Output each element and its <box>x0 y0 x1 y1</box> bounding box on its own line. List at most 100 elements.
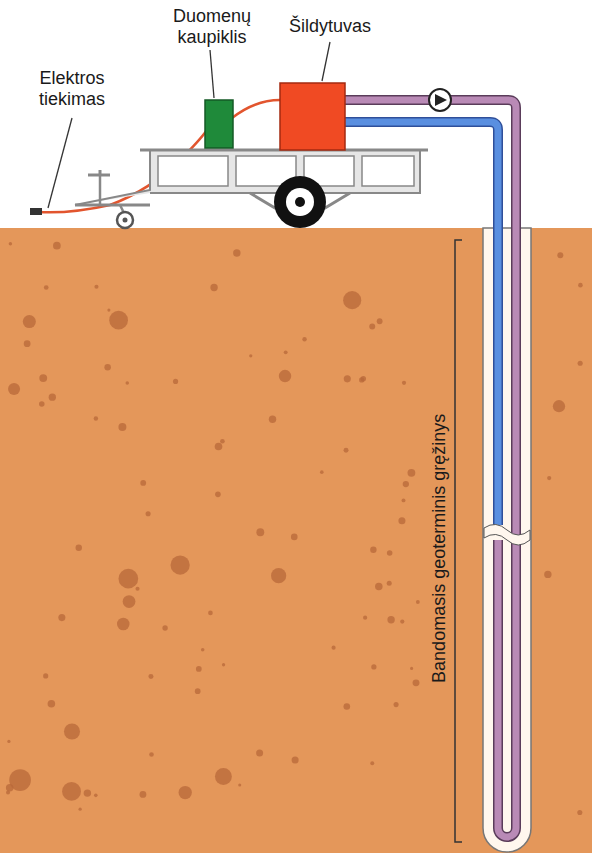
soil-dot <box>117 618 130 631</box>
soil-dot <box>416 600 420 604</box>
soil-dot <box>210 284 217 291</box>
soil-dot <box>387 550 393 556</box>
soil-dot <box>94 416 98 420</box>
soil-dot <box>402 498 406 502</box>
soil-dot <box>118 423 126 431</box>
soil-dot <box>179 786 192 799</box>
soil-dot <box>104 364 110 370</box>
soil-dot <box>8 383 20 395</box>
soil-dot <box>408 469 416 477</box>
soil-dot <box>553 400 565 412</box>
soil-dot <box>107 309 110 312</box>
warm-pipe <box>345 100 516 837</box>
part-label: Šildytuvas <box>265 16 395 37</box>
soil-dot <box>9 769 31 791</box>
soil-dot <box>413 679 420 686</box>
soil-dot <box>196 666 202 672</box>
break-marker <box>484 524 530 545</box>
soil-dot <box>39 374 47 382</box>
data-logger <box>205 100 233 148</box>
soil-dot <box>269 416 276 423</box>
soil-dot <box>146 511 151 516</box>
leader-line <box>322 42 330 81</box>
borehole <box>483 228 531 852</box>
soil-dot <box>291 534 298 541</box>
soil-dot <box>403 481 409 487</box>
soil-dot <box>84 789 91 796</box>
soil-dot <box>320 470 324 474</box>
soil-dot <box>215 768 232 785</box>
bracket <box>455 240 462 842</box>
soil-dot <box>171 555 190 574</box>
soil-dot <box>220 439 225 444</box>
pipe-outline <box>345 100 516 837</box>
soil-dot <box>64 723 80 739</box>
soil-dot <box>279 370 291 382</box>
soil-dot <box>343 291 361 309</box>
soil-dot <box>215 492 221 498</box>
soil-dot <box>344 375 351 382</box>
soil-dot <box>43 673 48 678</box>
soil-dot <box>222 663 225 666</box>
leader-line <box>48 118 72 208</box>
soil-dot <box>201 648 205 652</box>
soil-dot <box>149 752 154 757</box>
soil-dot <box>578 361 583 366</box>
soil-dot <box>343 703 350 710</box>
soil-dot <box>410 667 413 670</box>
soil-dot <box>256 749 263 756</box>
soil-dot <box>557 252 563 258</box>
soil-dot <box>369 324 375 330</box>
soil-dot <box>9 242 12 245</box>
soil-dot <box>271 568 286 583</box>
soil-dot <box>24 340 31 347</box>
soil-dot <box>58 614 65 621</box>
soil-dot <box>215 443 223 451</box>
soil-dot <box>44 285 49 290</box>
soil-dot <box>148 674 153 679</box>
soil-dot <box>162 625 167 630</box>
soil-dot <box>109 311 128 330</box>
soil-dot <box>123 595 136 608</box>
soil-dot <box>238 783 241 786</box>
soil-dot <box>402 381 406 385</box>
soil-dot <box>126 381 130 385</box>
soil-dot <box>400 619 404 623</box>
soil-dot <box>256 528 264 536</box>
soil-dot <box>344 448 349 453</box>
ground <box>0 228 592 853</box>
pump-arrow <box>435 94 447 106</box>
soil-dot <box>398 517 405 524</box>
soil-dot <box>377 318 383 324</box>
soil-dot <box>39 401 45 407</box>
soil-dot <box>208 611 213 616</box>
soil-dot <box>76 545 82 551</box>
soil-dot <box>233 249 240 256</box>
soil-dot <box>578 283 583 288</box>
soil-dot <box>140 791 147 798</box>
soil-dot <box>387 581 392 586</box>
bracket-label: Bandomasis geoterminis gręžinys <box>430 413 451 682</box>
soil-dot <box>292 756 299 763</box>
soil-dot <box>370 761 374 765</box>
soil-dot <box>94 794 98 798</box>
leader-line <box>210 50 214 98</box>
soil-dot <box>332 646 336 650</box>
soil-dot <box>23 315 36 328</box>
pump-symbol <box>429 89 451 111</box>
soil-dot <box>249 354 252 357</box>
soil-dot <box>544 571 551 578</box>
pipe-outline <box>345 122 498 525</box>
soil-dot <box>387 616 394 623</box>
soil-dot <box>371 664 376 669</box>
soil-dot <box>94 285 98 289</box>
soil-dot <box>140 480 146 486</box>
soil-dot <box>370 547 376 553</box>
soil-dot <box>361 376 366 381</box>
soil-dot <box>53 242 61 250</box>
soil-dot <box>284 350 288 354</box>
soil-dot <box>375 583 383 591</box>
plug <box>30 208 42 215</box>
soil-dot <box>62 782 81 801</box>
